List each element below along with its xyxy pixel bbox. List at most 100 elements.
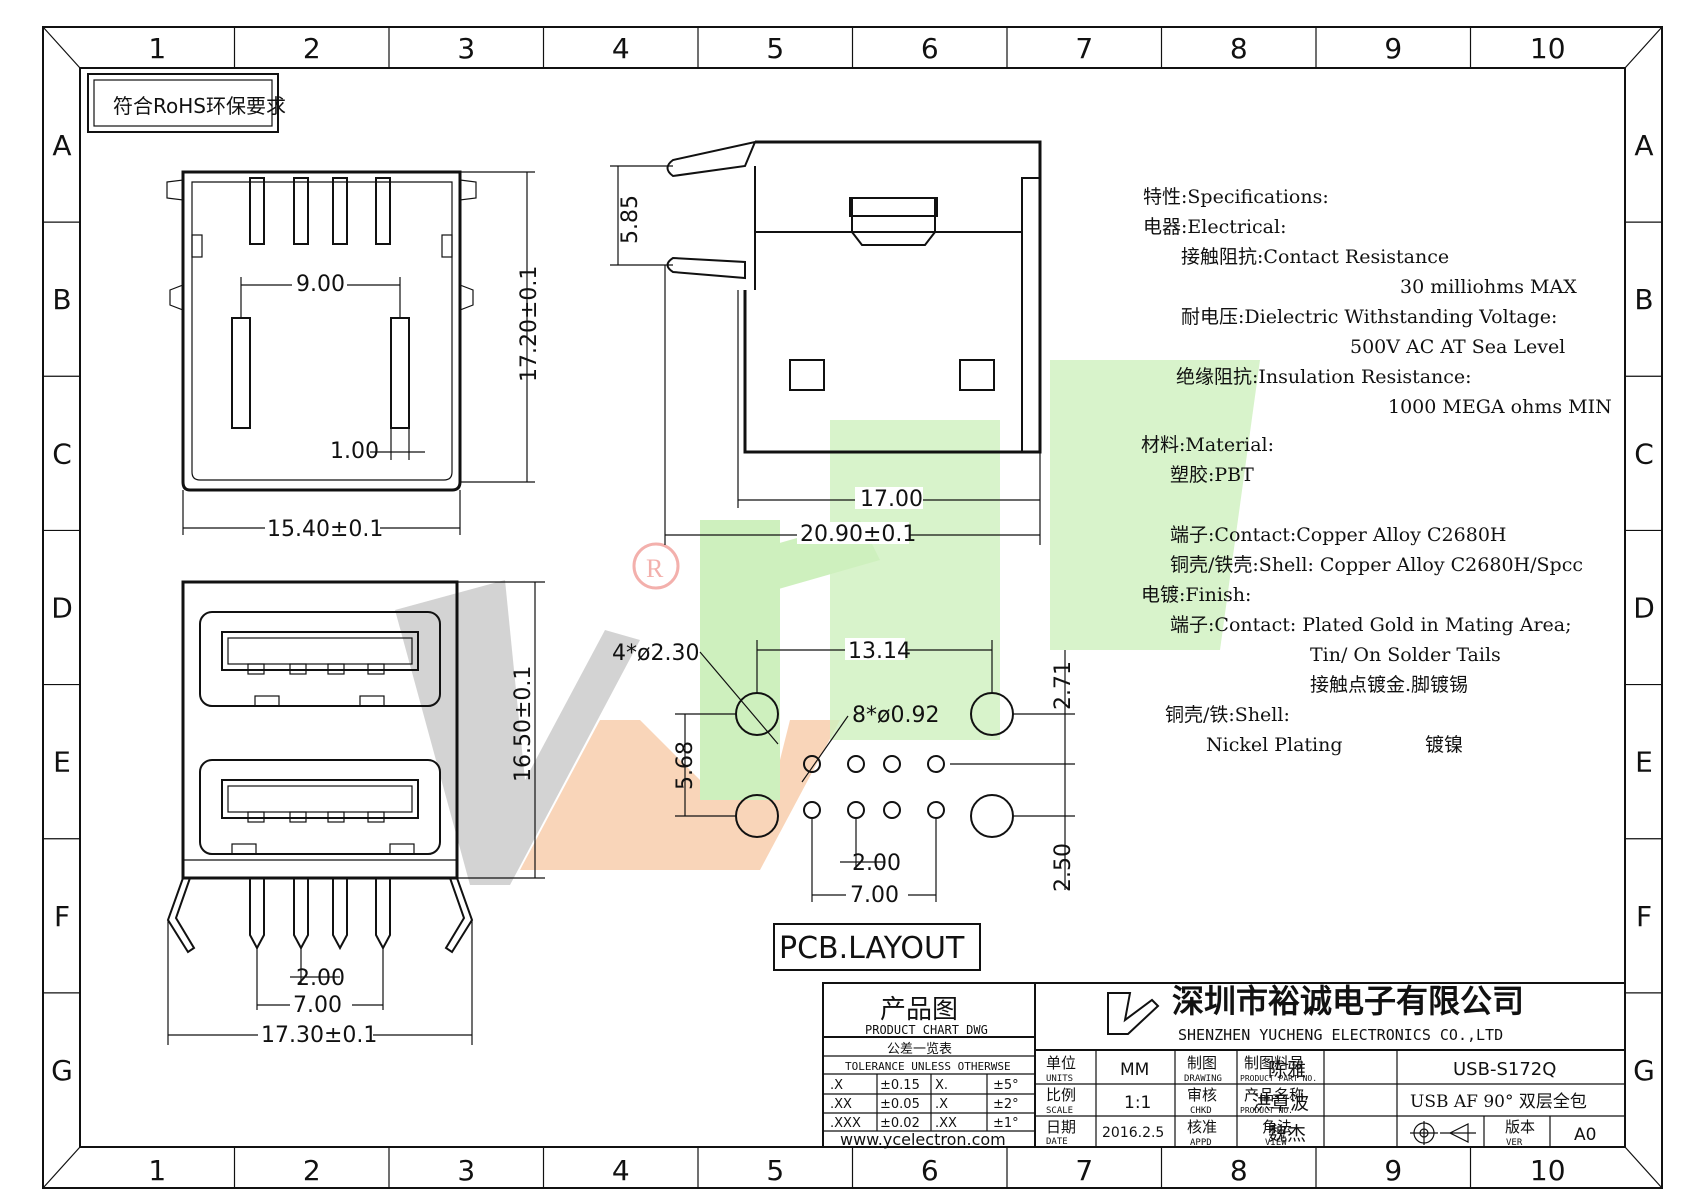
dim-17-30: 17.30±0.1: [261, 1023, 377, 1048]
svg-text:R: R: [646, 554, 664, 583]
row-label: E: [1635, 746, 1653, 779]
chkd-value: 洪章波: [1252, 1092, 1309, 1114]
column-label: 7: [1075, 1154, 1093, 1187]
pname-cn: 产品名称: [1244, 1086, 1304, 1104]
drawing-cn: 制图: [1187, 1054, 1217, 1072]
spec-line: 塑胶:PBT: [1170, 464, 1254, 486]
pcb-layout: 13.14 4*ø2.30 8*ø0.92 2.71 2.50 5.68 2.0…: [612, 638, 1076, 971]
port-front-view: 16.50±0.1 2.00 7.00 17.30±0.1: [166, 580, 545, 1048]
units-value: MM: [1120, 1060, 1149, 1080]
tolerance-cell: ±0.15: [880, 1078, 920, 1093]
spec-line: 耐电压:Dielectric Withstanding Voltage:: [1181, 306, 1557, 328]
pcb-layout-label: PCB.LAYOUT: [779, 931, 965, 966]
dim-17-00: 17.00: [860, 487, 923, 512]
spec-line: 30 milliohms MAX: [1400, 276, 1577, 298]
specifications: 特性:Specifications: 电器:Electrical: 接触阻抗:C…: [1141, 186, 1612, 756]
spec-line: 接触点镀金.脚镀锡: [1310, 674, 1468, 696]
dim-2-50: 2.50: [1051, 843, 1076, 892]
tolerance-cell: .XX: [935, 1116, 957, 1131]
spec-line: 端子:Contact:Copper Alloy C2680H: [1170, 524, 1506, 546]
row-label: B: [1634, 283, 1653, 316]
drawing-en: DRAWING: [1184, 1074, 1222, 1084]
dim-1-00: 1.00: [330, 439, 379, 464]
column-label: 9: [1384, 32, 1402, 65]
column-label: 4: [612, 1154, 630, 1187]
spec-line: 接触阻抗:Contact Resistance: [1181, 246, 1449, 268]
column-label: 9: [1384, 1154, 1402, 1187]
date-value: 2016.2.5: [1102, 1125, 1164, 1141]
tolerance-cell: ±0.02: [880, 1116, 920, 1131]
spec-line: 铜壳/铁:Shell:: [1165, 704, 1290, 726]
dim-13-14: 13.14: [848, 639, 911, 664]
spec-line: Nickel Plating: [1206, 734, 1343, 756]
column-label: 3: [457, 32, 475, 65]
dim-17-20: 17.20±0.1: [517, 266, 542, 382]
dim-2-00-a: 2.00: [296, 966, 345, 991]
spec-line: 材料:Material:: [1141, 434, 1274, 456]
column-label: 6: [921, 32, 939, 65]
company-watermark: R: [395, 360, 1260, 885]
row-label: A: [52, 129, 71, 162]
appd-value: 魏杰: [1268, 1123, 1306, 1145]
column-label: 1: [148, 32, 166, 65]
tolerance-title-cn: 公差一览表: [887, 1041, 952, 1057]
dim-15-40: 15.40±0.1: [267, 517, 383, 542]
row-label: G: [1633, 1054, 1655, 1087]
row-label: A: [1634, 129, 1653, 162]
appd-en: APPD: [1190, 1138, 1212, 1148]
row-label: B: [52, 283, 71, 316]
spec-line: 500V AC AT Sea Level: [1350, 336, 1565, 358]
row-label: F: [1636, 900, 1652, 933]
chkd-en: CHKD: [1190, 1106, 1212, 1116]
scale-value: 1:1: [1124, 1093, 1151, 1113]
dim-2-71: 2.71: [1051, 661, 1076, 710]
dim-7-00-a: 7.00: [293, 993, 342, 1018]
chart-title-en: PRODUCT CHART DWG: [865, 1023, 988, 1037]
column-label: 8: [1230, 1154, 1248, 1187]
dim-4-holes: 4*ø2.30: [612, 641, 699, 666]
spec-line: 镀镍: [1425, 734, 1463, 756]
tolerance-cell: .XXX: [830, 1116, 861, 1131]
dim-7-00-b: 7.00: [850, 883, 899, 908]
appd-cn: 核准: [1187, 1118, 1217, 1136]
row-label: D: [51, 592, 73, 625]
column-label: 7: [1075, 32, 1093, 65]
chart-title-cn: 产品图: [880, 995, 958, 1025]
company-name-en: SHENZHEN YUCHENG ELECTRONICS CO.,LTD: [1178, 1026, 1503, 1044]
spec-line: 端子:Contact: Plated Gold in Mating Area;: [1170, 614, 1572, 636]
column-label: 5: [766, 1154, 784, 1187]
ver-cn: 版本: [1505, 1118, 1535, 1136]
column-label: 10: [1530, 1154, 1566, 1187]
dim-8-holes: 8*ø0.92: [852, 703, 939, 728]
company-logo-icon: [1107, 992, 1160, 1035]
tolerance-cell: ±1°: [993, 1116, 1019, 1131]
company-name-cn: 深圳市裕诚电子有限公司: [1172, 982, 1524, 1020]
tolerance-cell: X.: [935, 1078, 948, 1093]
tolerance-cell: .X: [830, 1078, 843, 1093]
row-label: C: [1634, 437, 1654, 470]
date-cn: 日期: [1046, 1118, 1076, 1136]
spec-line: 1000 MEGA ohms MIN: [1388, 396, 1612, 418]
dim-5-85: 5.85: [618, 195, 643, 244]
ver-en: VER: [1506, 1138, 1523, 1148]
date-en: DATE: [1046, 1137, 1068, 1147]
dim-20-90: 20.90±0.1: [800, 522, 916, 547]
dim-16-50: 16.50±0.1: [511, 666, 536, 782]
drawing-value: 陈雅: [1268, 1059, 1306, 1081]
partno-cn: 制图料号: [1244, 1054, 1304, 1072]
column-label: 2: [303, 1154, 321, 1187]
website: www.ycelectron.com: [840, 1130, 1006, 1149]
frame-ticks: [43, 27, 1662, 1188]
row-label: E: [53, 746, 71, 779]
tolerance-cell: ±2°: [993, 1097, 1019, 1112]
column-label: 4: [612, 32, 630, 65]
units-en: UNITS: [1046, 1074, 1073, 1084]
chkd-cn: 审核: [1187, 1086, 1217, 1104]
front-view: 9.00 1.00 15.40±0.1 17.20±0.1: [166, 170, 542, 542]
units-cn: 单位: [1046, 1054, 1076, 1072]
scale-en: SCALE: [1046, 1106, 1073, 1116]
spec-line: 铜壳/铁壳:Shell: Copper Alloy C2680H/Spcc: [1170, 554, 1583, 576]
title-block: 产品图 PRODUCT CHART DWG 公差一览表 TOLERANCE UN…: [822, 982, 1626, 1149]
rohs-label: 符合RoHS环保要求: [113, 94, 286, 118]
